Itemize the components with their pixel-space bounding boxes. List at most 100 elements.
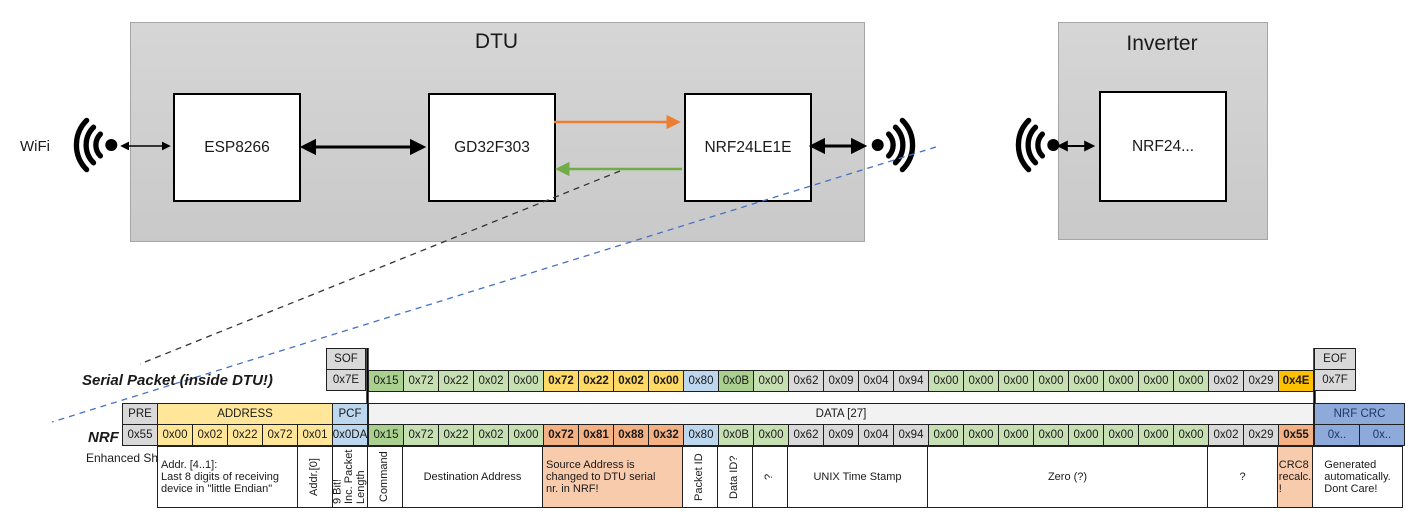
nrf-byte-cell: 0x15: [369, 425, 403, 445]
annotation-cell: CRC8 recalc. !: [1278, 447, 1312, 507]
data-header: DATA [27]: [369, 404, 1313, 424]
serial-byte-cell: 0x80: [684, 371, 718, 391]
nrf-byte-cell: 0x80: [684, 425, 718, 445]
serial-byte-cell: 0x00: [509, 371, 543, 391]
nrf-byte-cell: 0x00: [509, 425, 543, 445]
serial-byte-cell: 0x22: [439, 371, 473, 391]
nrf-byte-cell: 0x72: [544, 425, 578, 445]
annotation-cell: Packet ID: [683, 447, 717, 507]
inverter-nrf24-box: NRF24...: [1099, 91, 1227, 202]
serial-byte-cell: 0x00: [1139, 371, 1173, 391]
serial-byte-cell: 0x00: [649, 371, 683, 391]
nrf-byte-cell: 0x02: [474, 425, 508, 445]
nrf-byte-cell: 0x72: [404, 425, 438, 445]
nrf-byte-cell: 0x00: [754, 425, 788, 445]
annotation-cell: Generated automatically. Dont Care!: [1313, 447, 1402, 507]
nrf-byte-cell: 0x00: [1174, 425, 1208, 445]
serial-byte-cell: 0x02: [1209, 371, 1243, 391]
nrf-byte-cell: 0x29: [1244, 425, 1278, 445]
serial-byte-cell: 0x00: [1104, 371, 1138, 391]
inverter-nrf24-label: NRF24...: [1131, 137, 1194, 155]
annotation-cell: Data ID?: [718, 447, 752, 507]
nrf-crc-header: NRF CRC: [1315, 404, 1404, 424]
serial-byte-cell: 0x00: [1174, 371, 1208, 391]
nrf-byte-cell: 0x81: [579, 425, 613, 445]
wifi-signal-icon: [1015, 117, 1060, 173]
nrf-byte-cell: 0x00: [1034, 425, 1068, 445]
serial-byte-cell: 0x04: [859, 371, 893, 391]
address-byte-cell: 0x72: [263, 425, 297, 445]
esp8266-box: ESP8266: [173, 93, 301, 202]
annotation-cell: Addr.[0]: [298, 447, 332, 507]
gd32f303-label: GD32F303: [454, 138, 530, 156]
serial-byte-cell: 0x02: [614, 371, 648, 391]
serial-byte-cell: 0x00: [929, 371, 963, 391]
nrf-byte-cell: 0x32: [649, 425, 683, 445]
serial-byte-cell: 0x72: [404, 371, 438, 391]
serial-eof-block: EOF 0x7F: [1314, 348, 1356, 391]
nrf-byte-cell: 0x00: [929, 425, 963, 445]
wifi-signal-icon: [871, 117, 916, 173]
serial-byte-cell: 0x00: [1069, 371, 1103, 391]
serial-byte-cell: 0x4E: [1279, 371, 1313, 391]
annotation-cell: Addr. [4..1]: Last 8 digits of receiving…: [158, 447, 297, 507]
serial-byte-cell: 0x15: [369, 371, 403, 391]
address-byte-cell: 0x02: [193, 425, 227, 445]
pre-header: PRE: [123, 404, 157, 424]
eof-header: EOF: [1315, 349, 1355, 369]
sof-value: 0x7E: [327, 370, 365, 390]
annotation-cell: UNIX Time Stamp: [788, 447, 927, 507]
annotation-cell: Destination Address: [403, 447, 542, 507]
esp8266-label: ESP8266: [204, 138, 270, 156]
serial-byte-cell: 0x09: [824, 371, 858, 391]
pcf-header: PCF: [333, 404, 367, 424]
nrf-byte-cell: 0x0B: [719, 425, 753, 445]
serial-byte-cell: 0x0B: [719, 371, 753, 391]
nrf-byte-cell: 0x94: [894, 425, 928, 445]
serial-byte-cell: 0x02: [474, 371, 508, 391]
nrf-crc-block: NRF CRC 0x..0x..: [1314, 403, 1405, 446]
nrf-byte-cell: 0x09: [824, 425, 858, 445]
eof-value: 0x7F: [1315, 370, 1355, 390]
serial-byte-cell: 0x94: [894, 371, 928, 391]
crc-byte-cell: 0x..: [1315, 425, 1359, 445]
address-header: ADDRESS: [158, 404, 332, 424]
sof-header: SOF: [327, 349, 365, 369]
wifi-label: WiFi: [20, 138, 50, 155]
nrf-byte-cell: 0x55: [1279, 425, 1313, 445]
nrf-byte-cell: 0x62: [789, 425, 823, 445]
serial-byte-cell: 0x00: [754, 371, 788, 391]
annotation-cell: ?: [1208, 447, 1277, 507]
serial-byte-cell: 0x62: [789, 371, 823, 391]
nrf-byte-cell: 0x00: [999, 425, 1033, 445]
serial-sof-block: SOF 0x7E: [326, 348, 366, 391]
nrf24le1e-label: NRF24LE1E: [704, 138, 792, 156]
nrf-byte-cell: 0x04: [859, 425, 893, 445]
annotation-cell: Source Address is changed to DTU serial …: [543, 447, 682, 507]
serial-byte-cell: 0x29: [1244, 371, 1278, 391]
nrf-byte-cell: 0x00: [964, 425, 998, 445]
serial-byte-cell: 0x00: [999, 371, 1033, 391]
address-byte-cell: 0x22: [228, 425, 262, 445]
nrf-byte-cell: 0x00: [1104, 425, 1138, 445]
nrf-byte-cell: 0x22: [439, 425, 473, 445]
serial-packet-label: Serial Packet (inside DTU!): [82, 372, 273, 389]
address-byte-cell: 0x00: [158, 425, 192, 445]
pre-value: 0x55: [123, 425, 157, 445]
nrf24le1e-box: NRF24LE1E: [684, 93, 812, 202]
wifi-signal-icon: [73, 117, 118, 173]
annotation-cell: ?: [753, 447, 787, 507]
annotation-cell: Zero (?): [928, 447, 1207, 507]
address-byte-cell: 0x01: [298, 425, 332, 445]
nrf-byte-cell: 0x88: [614, 425, 648, 445]
inverter-title: Inverter: [1126, 32, 1198, 55]
pcf-value: 0x0DA: [333, 425, 367, 445]
nrf-byte-cell: 0x00: [1139, 425, 1173, 445]
nrf-byte-cell: 0x02: [1209, 425, 1243, 445]
serial-byte-cell: 0x00: [1034, 371, 1068, 391]
serial-byte-cell: 0x22: [579, 371, 613, 391]
